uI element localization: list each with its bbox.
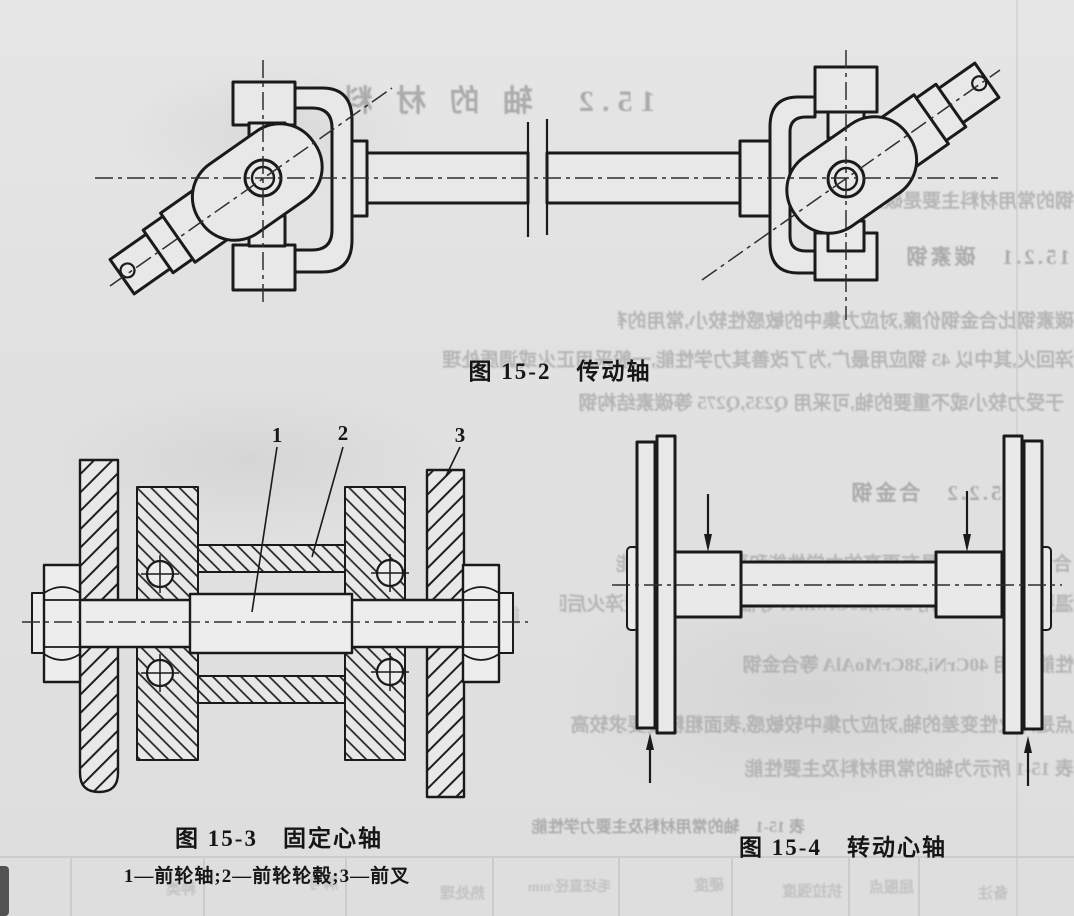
scan-edge-smudge [0, 866, 9, 916]
right-universal-joint [768, 61, 1001, 282]
bleed-table-column-line [918, 858, 920, 916]
fig-15-4-rotating-spindle-drawing [612, 434, 1062, 786]
part-labels: 1 2 3 [272, 421, 466, 447]
bleed-table-column-line [70, 858, 72, 916]
fig-15-3-caption: 图 15-3 固定心轴 [175, 826, 383, 851]
fig-15-3-legend: 1—前轮轴;2—前轮轮毂;3—前叉 [123, 866, 411, 887]
fig-15-2-caption: 图 15-2 传动轴 [468, 359, 652, 384]
fig-15-4-caption: 图 15-4 转动心轴 [739, 835, 947, 860]
bleed-table-column-line [618, 858, 620, 916]
fig-15-2-drive-shaft-drawing [95, 50, 1001, 320]
axle-nut-right [461, 563, 501, 684]
bleed-table-top-border [0, 856, 1074, 858]
axle-nut-left [42, 563, 82, 684]
fig-15-2-centerlines [95, 50, 1001, 320]
bleed-table-column-line [203, 858, 205, 916]
bearing-balls [141, 554, 409, 692]
part-label-3: 3 [455, 423, 466, 447]
bleed-table-column-line [731, 858, 733, 916]
bleed-table-column-line [848, 858, 850, 916]
bleed-table-column-line [492, 858, 494, 916]
fig-15-3-fixed-spindle-drawing: 1 2 3 [22, 421, 528, 799]
left-universal-joint [108, 80, 354, 296]
bleed-table-column-line [345, 858, 347, 916]
load-arrows [646, 491, 1032, 786]
axle-mid-section [739, 560, 938, 608]
front-wheel-axle [31, 592, 514, 655]
part-label-1: 1 [272, 423, 283, 447]
part-label-2: 2 [338, 421, 349, 445]
part-leader-lines [251, 446, 461, 613]
